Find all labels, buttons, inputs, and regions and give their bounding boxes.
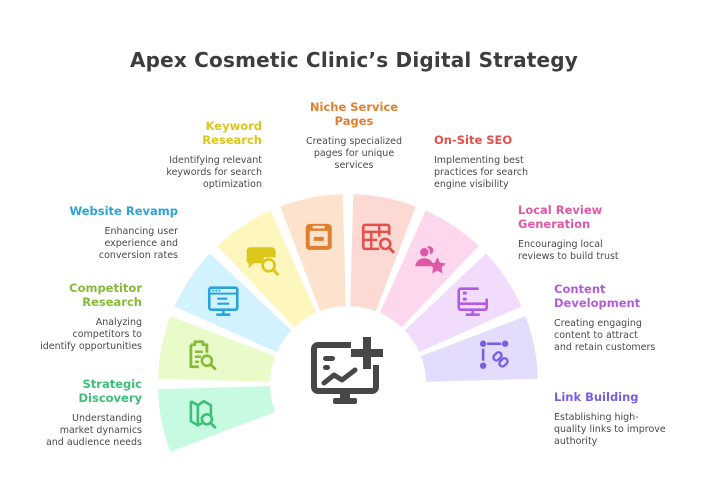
step-title: On-Site SEO — [434, 133, 513, 147]
step-title: Link Building — [554, 390, 639, 404]
page-title: Apex Cosmetic Clinic’s Digital Strategy — [129, 48, 579, 72]
wedge-website-revamp — [174, 253, 292, 353]
wedge-niche-service-pages — [280, 194, 346, 312]
center-disk — [271, 307, 425, 461]
wedge-strategic-discovery — [158, 386, 276, 452]
table-search-icon — [361, 223, 395, 254]
step-description: Establishing high-quality links to impro… — [554, 412, 666, 447]
wedge-on-site-seo — [350, 194, 416, 312]
chat-search-icon — [246, 247, 280, 276]
users-star-icon — [415, 246, 446, 274]
monitor-window-icon — [207, 286, 239, 316]
monitor-chart-plus-icon — [311, 337, 383, 404]
step-link-building: Link Building Establishing high-quality … — [554, 390, 694, 448]
wedge-link-building — [420, 316, 538, 382]
monitor-content-icon — [457, 287, 489, 316]
archive-box-icon — [305, 223, 332, 250]
wedge-competitor-research — [158, 316, 276, 382]
wedge-local-review-generation — [379, 210, 479, 328]
clipboard-search-icon — [189, 340, 217, 371]
link-nodes-icon — [479, 340, 509, 369]
step-title: Website Revamp — [69, 204, 178, 218]
map-search-icon — [189, 399, 217, 429]
